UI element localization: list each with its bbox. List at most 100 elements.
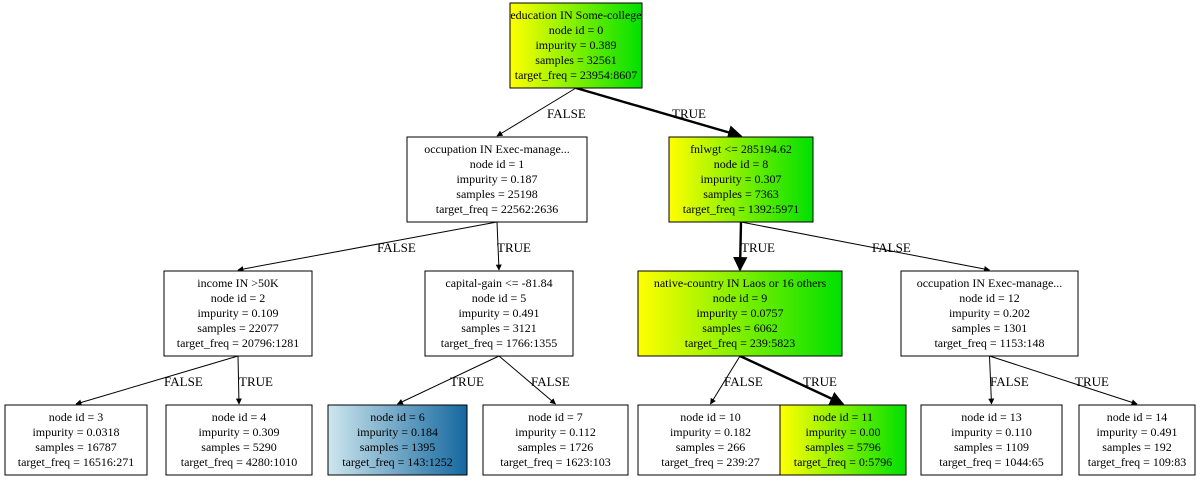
node-box-6	[327, 404, 468, 476]
node-1-line-3: samples = 25198	[456, 187, 537, 201]
node-12-line-2: impurity = 0.202	[949, 306, 1030, 320]
node-6-line-3: target_freq = 143:1252	[342, 455, 453, 469]
edge-label-1-to-5: TRUE	[497, 240, 531, 255]
node-11-line-2: samples = 5796	[805, 440, 880, 454]
edge-label-8-to-12: FALSE	[872, 240, 911, 255]
node-10-line-0: node id = 10	[680, 410, 740, 424]
edge-label-5-to-7: FALSE	[531, 374, 570, 389]
node-4-line-3: target_freq = 4280:1010	[181, 455, 298, 469]
node-box-11	[779, 404, 907, 476]
node-3-line-0: node id = 3	[49, 410, 103, 424]
node-8-line-3: samples = 7363	[703, 187, 778, 201]
node-10-line-3: target_freq = 239:27	[661, 455, 760, 469]
node-4-line-2: samples = 5290	[201, 440, 276, 454]
node-12-line-0: occupation IN Exec-manage...	[917, 276, 1063, 290]
node-box-13	[920, 404, 1063, 476]
node-2-line-1: node id = 2	[211, 291, 265, 305]
node-10-line-1: impurity = 0.182	[670, 425, 751, 439]
node-5-line-4: target_freq = 1766:1355	[441, 336, 558, 350]
edge-label-12-to-13: FALSE	[990, 374, 1029, 389]
node-8-line-1: node id = 8	[714, 157, 768, 171]
edge-0-to-8	[575, 86, 743, 140]
node-0-line-0: education IN Some-college	[510, 8, 641, 22]
node-2-line-4: target_freq = 20796:1281	[177, 336, 300, 350]
node-5-line-0: capital-gain <= -81.84	[445, 276, 552, 290]
node-6-line-1: impurity = 0.184	[357, 425, 438, 439]
node-0-line-3: samples = 32561	[535, 53, 616, 67]
node-4-line-0: node id = 4	[212, 410, 266, 424]
node-8-line-0: fnlwgt <= 285194.62	[690, 142, 792, 156]
node-13-line-3: target_freq = 1044:65	[939, 455, 1044, 469]
node-14-line-1: impurity = 0.491	[1096, 425, 1177, 439]
edge-12-to-13	[988, 355, 995, 405]
edge-0-to-1	[496, 87, 577, 137]
edge-9-to-11	[739, 354, 845, 406]
node-7-line-1: impurity = 0.112	[515, 425, 596, 439]
node-6-line-0: node id = 6	[370, 410, 424, 424]
edge-1-to-2	[237, 221, 498, 272]
node-9-line-0: native-country IN Laos or 16 others	[654, 276, 827, 290]
node-2-line-0: income IN >50K	[197, 276, 279, 290]
node-7-line-2: samples = 1726	[518, 440, 593, 454]
node-14-line-2: samples = 192	[1102, 440, 1171, 454]
edge-1-to-5	[495, 221, 502, 271]
node-11-line-1: impurity = 0.00	[805, 425, 880, 439]
node-1-line-2: impurity = 0.187	[456, 172, 537, 186]
node-5-line-3: samples = 3121	[461, 321, 536, 335]
node-12-line-3: samples = 1301	[952, 321, 1027, 335]
node-1-line-1: node id = 1	[470, 157, 524, 171]
edge-label-2-to-4: TRUE	[239, 374, 273, 389]
node-box-7	[482, 404, 629, 476]
node-box-2	[163, 270, 313, 357]
edge-label-12-to-14: TRUE	[1075, 374, 1109, 389]
node-11-line-3: target_freq = 0:5796	[794, 455, 893, 469]
edge-label-8-to-9: TRUE	[741, 240, 775, 255]
node-13-line-0: node id = 13	[961, 410, 1021, 424]
edge-8-to-9	[733, 221, 748, 272]
node-5-line-2: impurity = 0.491	[458, 306, 539, 320]
edge-2-to-3	[75, 355, 239, 406]
node-0-line-4: target_freq = 23954:8607	[515, 68, 638, 82]
node-12-line-1: node id = 12	[959, 291, 1019, 305]
node-9-line-1: node id = 9	[713, 291, 767, 305]
node-box-10	[637, 404, 784, 476]
node-box-12	[900, 270, 1079, 357]
node-8-line-4: target_freq = 1392:5971	[683, 202, 800, 216]
node-8-line-2: impurity = 0.307	[700, 172, 781, 186]
node-3-line-2: samples = 16787	[35, 440, 116, 454]
node-7-line-3: target_freq = 1623:103	[500, 455, 611, 469]
node-box-14	[1078, 404, 1196, 476]
edge-label-9-to-11: TRUE	[803, 374, 837, 389]
node-11-line-0: node id = 11	[813, 410, 873, 424]
node-14-line-0: node id = 14	[1107, 410, 1167, 424]
node-9-line-3: samples = 6062	[702, 321, 777, 335]
node-box-3	[4, 404, 148, 476]
node-13-line-1: impurity = 0.110	[951, 425, 1032, 439]
node-box-5	[424, 270, 574, 357]
node-13-line-2: samples = 1109	[954, 440, 1029, 454]
edge-8-to-12	[740, 221, 991, 272]
tree-node-9: native-country IN Laos or 16 othersnode …	[637, 270, 843, 357]
tree-node-12: occupation IN Exec-manage...node id = 12…	[900, 270, 1079, 357]
node-2-line-2: impurity = 0.109	[197, 306, 278, 320]
node-9-line-2: impurity = 0.0757	[696, 306, 783, 320]
tree-node-1: occupation IN Exec-manage...node id = 1i…	[406, 136, 588, 223]
node-2-line-3: samples = 22077	[197, 321, 278, 335]
edge-5-to-7	[498, 355, 556, 405]
node-7-line-0: node id = 7	[528, 410, 582, 424]
edge-label-1-to-2: FALSE	[377, 240, 416, 255]
node-4-line-1: impurity = 0.309	[198, 425, 279, 439]
edge-label-0-to-1: FALSE	[547, 106, 586, 121]
node-box-9	[637, 270, 843, 357]
node-3-line-3: target_freq = 16516:271	[18, 455, 135, 469]
edge-2-to-4	[235, 355, 242, 405]
